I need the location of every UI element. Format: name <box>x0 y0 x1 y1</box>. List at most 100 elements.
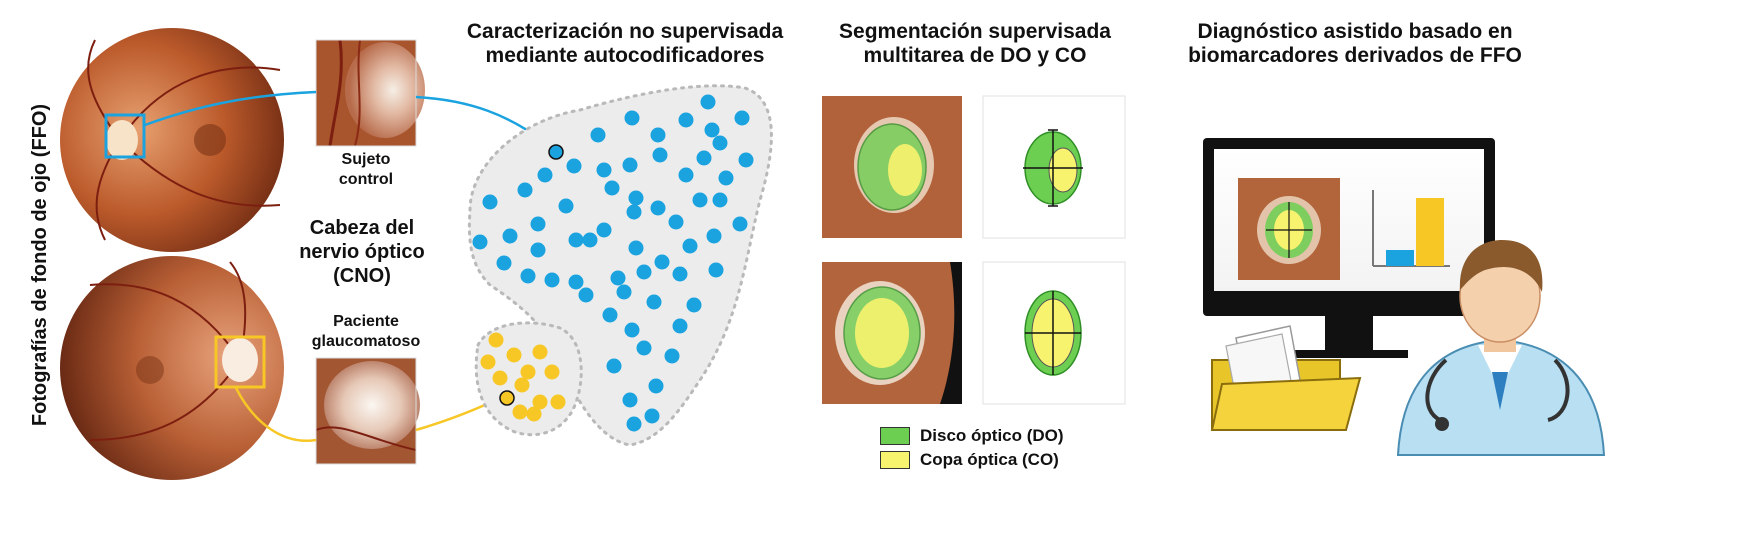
control-point <box>696 150 712 166</box>
glaucoma-point <box>492 370 508 386</box>
control-point <box>700 94 716 110</box>
control-point <box>502 228 518 244</box>
control-point <box>568 274 584 290</box>
control-point <box>712 192 728 208</box>
glaucoma-point <box>532 394 548 410</box>
glaucoma-point <box>520 364 536 380</box>
control-point <box>596 162 612 178</box>
glaucoma-patient-label: Paciente glaucomatoso <box>311 313 421 350</box>
control-point <box>686 297 702 313</box>
control-point <box>712 135 728 151</box>
glaucoma-cluster-points <box>480 332 566 422</box>
control-point <box>682 238 698 254</box>
control-point <box>622 392 638 408</box>
control-point <box>664 348 680 364</box>
control-point <box>517 182 533 198</box>
control-point <box>626 416 642 432</box>
glaucoma-point <box>544 364 560 380</box>
monitor-icon <box>1203 138 1495 358</box>
arrow-control-crop <box>144 90 317 127</box>
control-point <box>568 232 584 248</box>
control-point <box>672 318 688 334</box>
control-point <box>650 200 666 216</box>
control-cluster-points <box>472 94 754 432</box>
control-point <box>530 216 546 232</box>
segmentation-mask-control <box>982 95 1126 239</box>
control-point <box>628 240 644 256</box>
glaucoma-point <box>480 354 496 370</box>
glaucoma-point <box>514 377 530 393</box>
control-point <box>650 127 666 143</box>
crop-glaucoma-image <box>315 357 420 465</box>
control-point <box>738 152 754 168</box>
control-point <box>566 158 582 174</box>
control-point <box>578 287 594 303</box>
diagnosis-title: Diagnóstico asistido basado en biomarcad… <box>1188 20 1522 67</box>
control-point <box>544 272 560 288</box>
control-subject-label: Sujeto control <box>338 151 394 188</box>
glaucoma-point <box>532 344 548 360</box>
control-point <box>636 340 652 356</box>
doctor-icon <box>1396 240 1606 456</box>
control-point <box>496 255 512 271</box>
control-point <box>648 378 664 394</box>
cup-swatch <box>880 451 910 469</box>
control-point <box>732 216 748 232</box>
legend-disc: Disco óptico (DO) <box>880 426 1064 446</box>
control-point <box>602 307 618 323</box>
legend-cup: Copa óptica (CO) <box>880 450 1059 470</box>
control-point <box>610 270 626 286</box>
glaucoma-sample-point <box>499 390 515 406</box>
unsupervised-title: Caracterización no supervisada mediante … <box>466 20 784 67</box>
disc-swatch <box>880 427 910 445</box>
control-point <box>626 204 642 220</box>
control-point <box>537 167 553 183</box>
control-point <box>482 194 498 210</box>
segmentation-mask-glaucoma <box>982 261 1126 405</box>
control-point <box>596 222 612 238</box>
glaucoma-point <box>526 406 542 422</box>
control-point <box>668 214 684 230</box>
control-point <box>672 266 688 282</box>
control-point <box>706 228 722 244</box>
control-point <box>646 294 662 310</box>
crop-control-image <box>315 39 425 147</box>
control-point <box>530 242 546 258</box>
control-point <box>604 180 620 196</box>
segmentation-photo-control <box>822 96 962 238</box>
control-point <box>678 112 694 128</box>
control-point <box>708 262 724 278</box>
control-point <box>654 254 670 270</box>
control-point <box>636 264 652 280</box>
glaucoma-point <box>488 332 504 348</box>
glaucoma-point <box>506 347 522 363</box>
glaucoma-point <box>512 404 528 420</box>
fundus-glaucoma-image <box>60 256 284 480</box>
control-point <box>704 122 720 138</box>
control-point <box>652 147 668 163</box>
control-point <box>628 190 644 206</box>
arrow-glaucoma-crop <box>234 387 317 442</box>
control-point <box>582 232 598 248</box>
control-point <box>520 268 536 284</box>
segmentation-title: Segmentación supervisada multitarea de D… <box>839 20 1111 67</box>
optic-nerve-head-label: Cabeza del nervio óptico (CNO) <box>299 217 425 287</box>
control-point <box>734 110 750 126</box>
folder-icon <box>1210 325 1362 431</box>
legend-cup-label: Copa óptica (CO) <box>920 450 1059 469</box>
control-point <box>624 110 640 126</box>
segmentation-photo-glaucoma <box>822 262 962 404</box>
control-point <box>616 284 632 300</box>
control-point <box>472 234 488 250</box>
control-point <box>622 157 638 173</box>
control-point <box>606 358 622 374</box>
fundus-control-image <box>60 28 284 252</box>
control-point <box>678 167 694 183</box>
control-point <box>624 322 640 338</box>
control-point <box>590 127 606 143</box>
control-point <box>644 408 660 424</box>
control-point <box>692 192 708 208</box>
legend-disc-label: Disco óptico (DO) <box>920 426 1064 445</box>
control-point <box>558 198 574 214</box>
